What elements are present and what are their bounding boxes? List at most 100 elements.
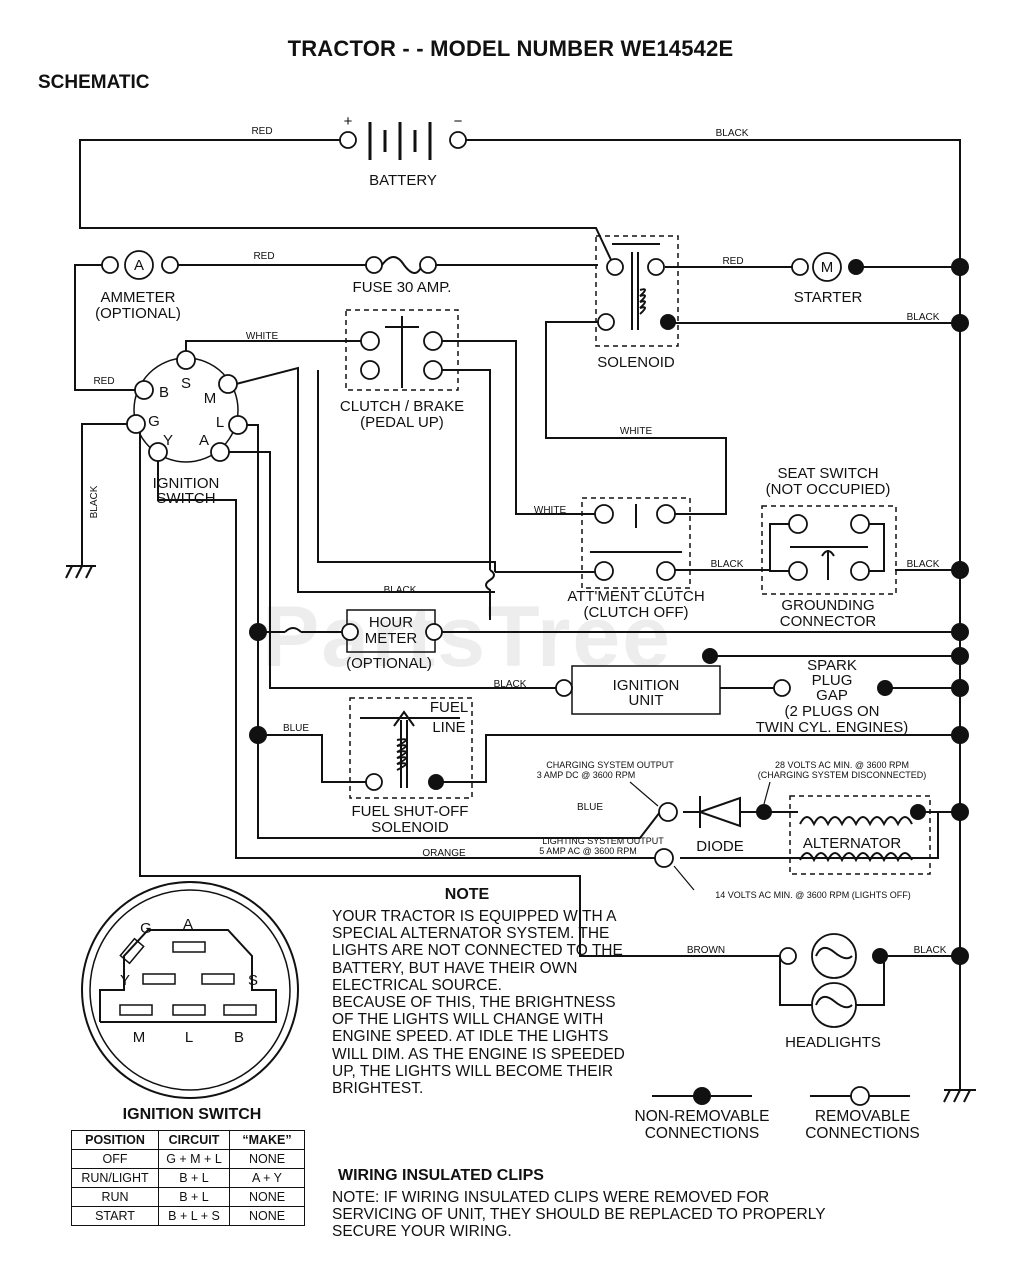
removable-symbol <box>850 1086 870 1106</box>
wire-label-black-top: BLACK <box>716 128 749 139</box>
face-label-y: Y <box>120 972 130 989</box>
table-row: RUN/LIGHT B + L A + Y <box>71 1168 305 1188</box>
headlights: HEADLIGHTS <box>779 933 888 1051</box>
ignition-switch-label-2: SWITCH <box>156 490 215 507</box>
fuel-line-label: FUEL <box>430 699 468 716</box>
table-cell: B + L <box>158 1168 230 1188</box>
attment-clutch-label: ATT'MENT CLUTCH <box>567 588 704 605</box>
spark-label-3: GAP <box>816 687 848 704</box>
terminal-m: M <box>204 390 217 407</box>
solenoid: SOLENOID <box>595 235 679 371</box>
table-cell: NONE <box>229 1149 305 1169</box>
table-cell: A + Y <box>229 1168 305 1188</box>
header-circuit: CIRCUIT <box>158 1130 230 1150</box>
lights-off-label: 14 VOLTS AC MIN. @ 3600 RPM (LIGHTS OFF) <box>715 890 911 900</box>
headlights-label: HEADLIGHTS <box>785 1034 881 1051</box>
hour-meter-label-2: METER <box>365 630 418 647</box>
legend-non-removable: NON-REMOVABLE CONNECTIONS <box>634 1108 770 1142</box>
table-row: RUN B + L NONE <box>71 1187 305 1207</box>
diode-label: DIODE <box>696 838 744 855</box>
table-cell: NONE <box>229 1187 305 1207</box>
diode: DIODE <box>696 796 744 855</box>
note-paragraph-2: BECAUSE OF THIS, THE BRIGHTNESS OF THE L… <box>332 994 625 1098</box>
wire-label-blue-fuel: BLUE <box>283 723 309 734</box>
face-label-m: M <box>133 1029 146 1046</box>
wire-label-brown: BROWN <box>687 945 725 956</box>
face-label-a: A <box>183 916 193 933</box>
face-label-s: S <box>248 972 258 989</box>
ground-symbol-left <box>65 565 96 579</box>
spark-plug: SPARK PLUG GAP (2 PLUGS ON TWIN CYL. ENG… <box>756 657 909 736</box>
ignition-switch-face: G A Y S M L B <box>81 881 299 1099</box>
non-removable-symbol <box>693 1087 711 1105</box>
seat-switch-label-2: (NOT OCCUPIED) <box>766 481 891 498</box>
table-cell: G + M + L <box>158 1149 230 1169</box>
seat-switch-label: SEAT SWITCH <box>777 465 878 482</box>
spark-label-4: (2 PLUGS ON <box>784 703 879 720</box>
table-row: START B + L + S NONE <box>71 1206 305 1226</box>
starter-symbol: M <box>821 259 834 276</box>
header-position: POSITION <box>71 1130 159 1150</box>
wire-label-white-s: WHITE <box>246 331 279 342</box>
spark-label-5: TWIN CYL. ENGINES) <box>756 719 909 736</box>
ammeter-symbol: A <box>134 257 144 274</box>
table-cell: NONE <box>229 1206 305 1226</box>
legend-symbols <box>652 1086 910 1106</box>
watermark: PartsTree <box>262 589 673 685</box>
note-block: NOTE YOUR TRACTOR IS EQUIPPED WITH A SPE… <box>332 886 632 1097</box>
fuel-line-label-2: LINE <box>432 719 465 736</box>
wire-label-red-top: RED <box>251 126 272 137</box>
spark-label: SPARK <box>807 657 857 674</box>
spark-label-2: PLUG <box>812 672 853 689</box>
ignition-switch-table: POSITION CIRCUIT “MAKE” OFF G + M + L NO… <box>71 1130 305 1226</box>
table-cell: START <box>71 1206 159 1226</box>
wire-lines <box>74 139 961 1090</box>
wire-label-black-headlights: BLACK <box>914 945 947 956</box>
battery-negative: − <box>454 113 463 130</box>
ground-symbol-right <box>943 1089 976 1103</box>
terminal-y: Y <box>163 432 173 449</box>
junction-dot-diode <box>756 804 772 820</box>
seat-switch: SEAT SWITCH (NOT OCCUPIED) GROUNDING CON… <box>761 465 897 630</box>
wire-label-black-seat: BLACK <box>711 559 744 570</box>
face-label-l: L <box>185 1029 193 1046</box>
ammeter-optional: (OPTIONAL) <box>95 305 181 322</box>
grounding-connector-label-2: CONNECTOR <box>780 613 877 630</box>
ignition-switch-title: IGNITION SWITCH <box>122 1106 262 1123</box>
junction-dot <box>702 648 718 664</box>
terminal-g: G <box>148 413 160 430</box>
terminal-a: A <box>199 432 209 449</box>
starter-label: STARTER <box>794 289 863 306</box>
charging-output-connector <box>658 802 678 822</box>
table-header-row: POSITION CIRCUIT “MAKE” <box>71 1130 305 1150</box>
table-cell: B + L <box>158 1187 230 1207</box>
clutch-brake-switch: CLUTCH / BRAKE (PEDAL UP) <box>340 309 464 431</box>
battery-label: BATTERY <box>369 172 437 189</box>
clips-heading: WIRING INSULATED CLIPS <box>338 1167 544 1184</box>
hour-meter-label: HOUR <box>369 614 413 631</box>
wire-label-orange: ORANGE <box>422 848 466 859</box>
charging-output-label: CHARGING SYSTEM OUTPUT <box>546 760 674 770</box>
fuel-solenoid-label: FUEL SHUT-OFF <box>352 803 469 820</box>
attment-clutch-label-2: (CLUTCH OFF) <box>584 604 689 621</box>
clutch-brake-label-2: (PEDAL UP) <box>360 414 444 431</box>
terminal-l: L <box>216 414 224 431</box>
alternator: ALTERNATOR <box>789 795 931 875</box>
charging-ac-label: 28 VOLTS AC MIN. @ 3600 RPM <box>775 760 909 770</box>
fuel-shutoff-solenoid: FUEL LINE FUEL SHUT-OFF SOLENOID <box>249 697 473 836</box>
ignition-unit: IGNITION UNIT <box>555 665 721 715</box>
wire-label-red-b: RED <box>93 376 114 387</box>
table-cell: B + L + S <box>158 1206 230 1226</box>
lighting-output-label: LIGHTING SYSTEM OUTPUT <box>542 836 664 846</box>
table-cell: RUN/LIGHT <box>71 1168 159 1188</box>
wire-label-red-starter: RED <box>722 256 743 267</box>
wire-label-black-ignition: BLACK <box>494 679 527 690</box>
attachment-clutch-switch: ATT'MENT CLUTCH (CLUTCH OFF) <box>567 497 705 621</box>
ignition-switch-block: B S M G L Y A IGNITION SWITCH <box>126 350 248 507</box>
table-cell: OFF <box>71 1149 159 1169</box>
table-row: OFF G + M + L NONE <box>71 1149 305 1169</box>
clips-note: NOTE: IF WIRING INSULATED CLIPS WERE REM… <box>332 1189 826 1240</box>
ignition-unit-label-2: UNIT <box>629 692 664 709</box>
ignition-switch-label: IGNITION <box>153 475 220 492</box>
battery-positive: + <box>344 113 353 130</box>
